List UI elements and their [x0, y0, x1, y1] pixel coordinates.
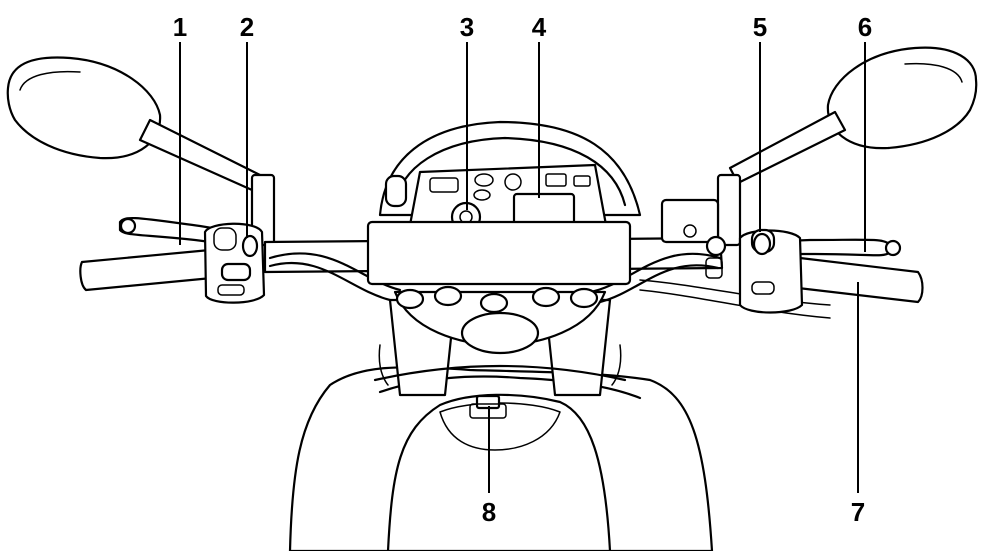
callout-4: 4 [532, 12, 547, 42]
leader-lines [179, 42, 866, 493]
right-handlebar-switches [738, 228, 804, 314]
callout-2: 2 [240, 12, 254, 42]
fork-caps [395, 285, 599, 314]
instrument-panel [408, 163, 608, 227]
callout-6: 6 [858, 12, 872, 42]
callout-5: 5 [753, 12, 767, 42]
callout-8: 8 [482, 497, 496, 527]
left-handlebar-switches [203, 222, 266, 304]
throttle-grip [796, 256, 924, 304]
callout-7: 7 [851, 497, 865, 527]
master-cylinder [660, 198, 727, 279]
left-mirror [6, 56, 276, 247]
right-mirror [716, 46, 978, 247]
callout-3: 3 [460, 12, 474, 42]
instrument-housing [366, 220, 632, 286]
fuel-tank [288, 366, 714, 551]
callout-1: 1 [173, 12, 187, 42]
left-handlebar-grip [79, 248, 214, 292]
